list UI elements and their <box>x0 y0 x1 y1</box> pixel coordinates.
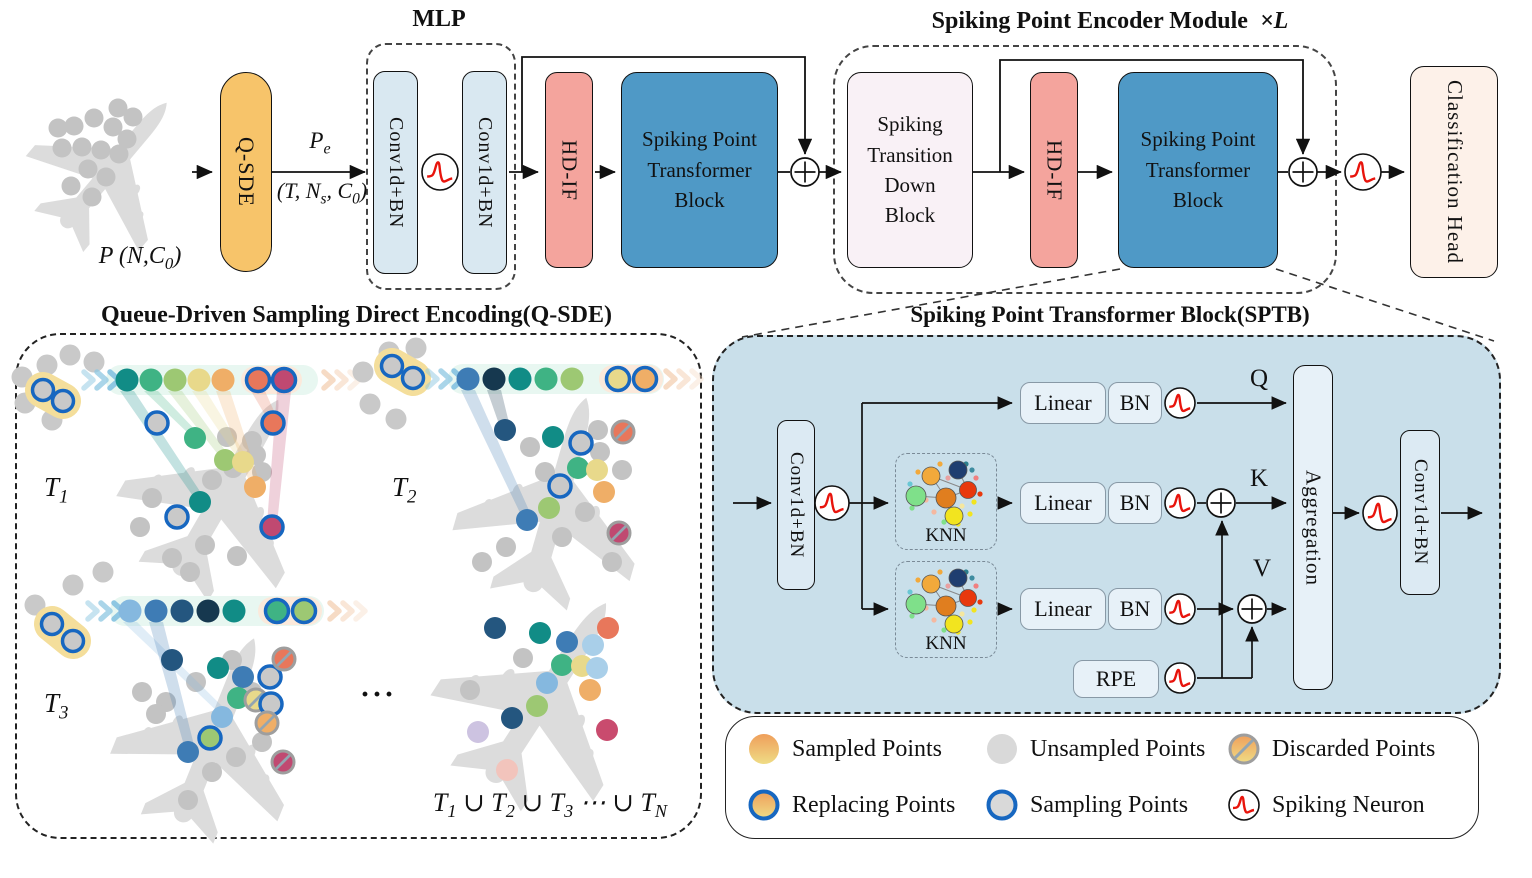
legend-label: Spiking Neuron <box>1272 791 1425 818</box>
knn-label: KNN <box>925 633 967 654</box>
sptb-conv-in-block: Conv1d+BN <box>777 420 815 590</box>
legend-item-sampled: Sampled Points <box>746 731 942 767</box>
input-point-cloud <box>2 55 224 279</box>
bn-block-v: BN <box>1108 588 1162 630</box>
k-label: K <box>1250 465 1269 492</box>
linear-block-q: Linear <box>1020 382 1106 424</box>
q-label: Q <box>1250 365 1269 392</box>
legend-label: Replacing Points <box>792 791 956 818</box>
t1-label: T1 <box>44 472 69 508</box>
sptb-panel-title: Spiking Point Transformer Block(SPTB) <box>910 302 1310 327</box>
knn-box-k: KNN <box>895 453 997 550</box>
hdif-block-2: HD-IF <box>1030 72 1078 268</box>
bn-block-q: BN <box>1108 382 1162 424</box>
legend-label: Unsampled Points <box>1030 735 1206 762</box>
aggregation-block: Aggregation <box>1293 365 1333 690</box>
encoder-title-text: Spiking Point Encoder Module <box>931 8 1248 34</box>
scene-t2 <box>352 337 704 625</box>
timestep-ellipsis: ··· <box>360 678 397 711</box>
replacing-point-icon <box>748 789 780 821</box>
qsde-panel-title: Queue-Driven Sampling Direct Encoding(Q-… <box>101 302 612 328</box>
sptb-block-1: Spiking Point Transformer Block <box>621 72 778 268</box>
legend-box: Sampled Points Unsampled Points Discarde… <box>725 716 1479 839</box>
legend-label: Discarded Points <box>1272 735 1436 762</box>
bn-block-k: BN <box>1108 482 1162 524</box>
sptb-block-2: Spiking Point Transformer Block <box>1118 72 1278 268</box>
sampled-point-icon <box>749 734 779 764</box>
qsde-block: Q-SDE <box>220 72 272 272</box>
scene-t3 <box>24 561 368 863</box>
qsde-scenes <box>11 337 704 863</box>
tensor-shape-label: (T, Ns, C0) <box>276 178 368 208</box>
hdif-block-1: HD-IF <box>545 72 593 268</box>
legend-item-sampling: Sampling Points <box>984 787 1188 823</box>
rpe-block: RPE <box>1073 660 1159 698</box>
legend-item-discarded: Discarded Points <box>1226 731 1435 767</box>
mlp-title: MLP <box>412 6 466 32</box>
legend-item-spiking-neuron: Spiking Neuron <box>1226 787 1425 823</box>
legend-item-unsampled: Unsampled Points <box>984 731 1205 767</box>
input-pointcloud-label: P (N,C0) <box>98 243 182 273</box>
unsampled-point-icon <box>987 734 1017 764</box>
zoom-funnel-lines <box>741 268 1495 342</box>
linear-block-k: Linear <box>1020 482 1106 524</box>
scene-fin <box>404 550 688 842</box>
sptb-conv-out-block: Conv1d+BN <box>1400 430 1440 595</box>
t2-label: T2 <box>392 472 417 508</box>
legend-item-replacing: Replacing Points <box>746 787 955 823</box>
legend-label: Sampled Points <box>792 735 943 762</box>
classification-head-block: Classification Head <box>1410 66 1498 278</box>
knn-box-v: KNN <box>895 561 997 658</box>
conv1d-bn-block-2: Conv1d+BN <box>462 71 507 274</box>
knn-label: KNN <box>925 525 967 546</box>
linear-block-v: Linear <box>1020 588 1106 630</box>
qsde-panel-box <box>15 333 702 839</box>
legend-label: Sampling Points <box>1030 791 1189 818</box>
pe-label: Pe <box>309 128 331 158</box>
adders-and-neurons <box>421 153 1398 694</box>
sampling-point-icon <box>986 789 1018 821</box>
v-label: V <box>1253 555 1272 582</box>
knn-graphs <box>905 460 983 635</box>
encoder-repeat-count: ×L <box>1259 8 1289 34</box>
mlp-group-box <box>366 43 516 290</box>
scene-t1 <box>11 344 362 628</box>
discarded-point-icon <box>1228 733 1260 765</box>
t3-label: T3 <box>44 688 69 724</box>
conv1d-bn-block-1: Conv1d+BN <box>373 71 418 274</box>
stdb-block: Spiking Transition Down Block <box>847 72 973 268</box>
encoder-title: Spiking Point Encoder Module ×L <box>880 8 1340 35</box>
spiking-neuron-icon <box>1228 789 1260 821</box>
union-formula: T1 ∪ T2 ∪ T3 ⋯ ∪ TN <box>432 788 668 822</box>
